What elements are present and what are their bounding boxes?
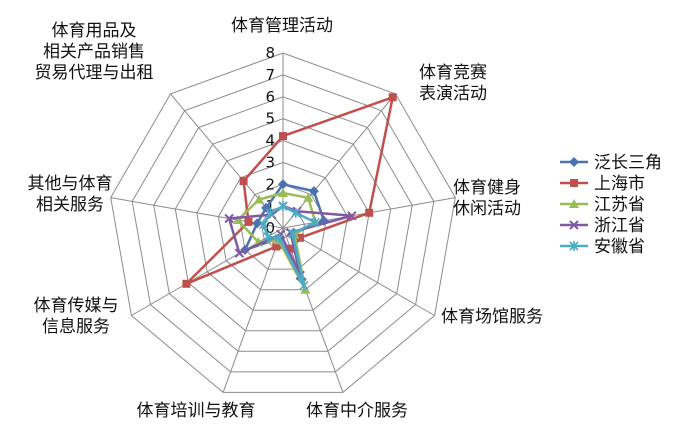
legend-marker	[569, 199, 579, 208]
series-line	[262, 204, 317, 287]
legend-marker	[569, 220, 579, 230]
data-point	[182, 279, 191, 288]
axis-label: 体育场馆服务	[441, 307, 543, 327]
grid-spoke-2	[282, 93, 396, 229]
axis-label-line: 贸易代理与出租	[35, 63, 154, 83]
axis-label-line: 体育管理活动	[231, 16, 333, 36]
data-point	[254, 194, 265, 204]
data-point	[263, 231, 273, 242]
tick-label: 6	[265, 88, 275, 106]
axis-label-line: 其他与体育	[28, 174, 113, 194]
data-point	[239, 177, 248, 186]
legend-marker	[569, 241, 579, 251]
data-point	[310, 217, 320, 228]
series-5	[259, 201, 320, 291]
data-point	[296, 233, 304, 242]
axis-label: 其他与体育相关服务	[28, 174, 113, 215]
legend-marker	[570, 179, 578, 187]
data-point	[265, 207, 275, 218]
legend-label: 江苏省	[594, 195, 645, 215]
tick-label: 4	[265, 132, 275, 150]
grid-ring-7	[131, 74, 435, 373]
axis-label-line: 信息服务	[42, 317, 110, 337]
legend-label: 泛长三角	[594, 153, 662, 173]
data-point	[365, 208, 374, 217]
axis-label-line: 体育用品及	[52, 21, 137, 41]
data-point	[232, 215, 243, 224]
data-point	[244, 217, 253, 226]
data-point	[303, 192, 314, 202]
data-point	[308, 186, 319, 197]
data-point	[287, 228, 298, 239]
tick-label: 5	[265, 110, 275, 128]
axis-label-line: 体育场馆服务	[441, 307, 543, 327]
axis-label: 体育健身休闲活动	[453, 178, 521, 219]
data-point	[300, 284, 311, 294]
axis-label: 体育管理活动	[231, 16, 333, 36]
legend-marker	[569, 157, 579, 167]
data-point	[279, 132, 287, 141]
data-point	[278, 201, 288, 212]
axis-label-line: 体育中介服务	[306, 401, 408, 421]
grid-ring-5	[174, 118, 392, 332]
data-point	[274, 233, 284, 244]
axis-label-line: 体育健身	[453, 178, 521, 198]
data-point	[299, 280, 309, 291]
radar-grid	[110, 52, 456, 393]
data-point	[234, 248, 245, 258]
grid-ring-4	[196, 139, 370, 311]
grid-spoke-6	[222, 227, 284, 393]
tick-label: 1	[265, 197, 275, 215]
axis-label-line: 休闲活动	[453, 199, 521, 219]
data-point	[224, 213, 234, 224]
axis-label: 体育用品及相关产品销售贸易代理与出租	[35, 21, 154, 83]
legend-label: 浙江省	[594, 216, 645, 236]
grid-spoke-4	[282, 227, 435, 316]
radar-tick-labels: 0 1 2 3 4 5 6 7 8	[265, 44, 275, 237]
grid-ring-6	[153, 96, 413, 352]
data-point	[259, 219, 269, 230]
legend-item-3: 江苏省	[560, 195, 645, 215]
tick-label: 3	[265, 153, 275, 171]
data-point	[278, 179, 288, 190]
tick-label: 0	[265, 219, 275, 237]
axis-label-line: 体育传媒与	[34, 296, 119, 316]
axis-label-line: 相关产品销售	[43, 42, 145, 62]
axis-label-line: 相关服务	[36, 195, 104, 215]
axis-label-line: 体育竞赛	[419, 62, 487, 83]
axis-label-line: 体育培训与教育	[137, 401, 256, 421]
tick-label: 2	[265, 175, 275, 193]
data-point	[286, 244, 295, 253]
axis-label: 体育竞赛表演活动	[419, 62, 487, 104]
legend-item-5: 安徽省	[560, 237, 645, 257]
axis-label: 体育传媒与信息服务	[34, 296, 119, 337]
tick-label: 8	[265, 44, 275, 62]
data-point	[291, 207, 301, 218]
tick-label: 7	[265, 66, 275, 84]
grid-ring-8	[110, 52, 456, 393]
axis-label: 体育中介服务	[306, 401, 408, 421]
data-point	[278, 188, 288, 197]
axis-label-line: 表演活动	[419, 84, 487, 104]
legend-item-1: 泛长三角	[560, 153, 662, 173]
legend-item-4: 浙江省	[560, 216, 645, 236]
legend-item-2: 上海市	[560, 174, 645, 194]
legend-label: 安徽省	[594, 237, 645, 257]
data-point	[388, 93, 397, 102]
data-point	[347, 211, 357, 221]
radar-series	[182, 93, 397, 294]
grid-ring-3	[217, 161, 349, 291]
axis-label: 体育培训与教育	[137, 401, 256, 421]
series-line	[227, 204, 354, 277]
legend-label: 上海市	[594, 174, 645, 194]
data-point	[272, 242, 281, 251]
grid-spoke-5	[282, 227, 344, 393]
